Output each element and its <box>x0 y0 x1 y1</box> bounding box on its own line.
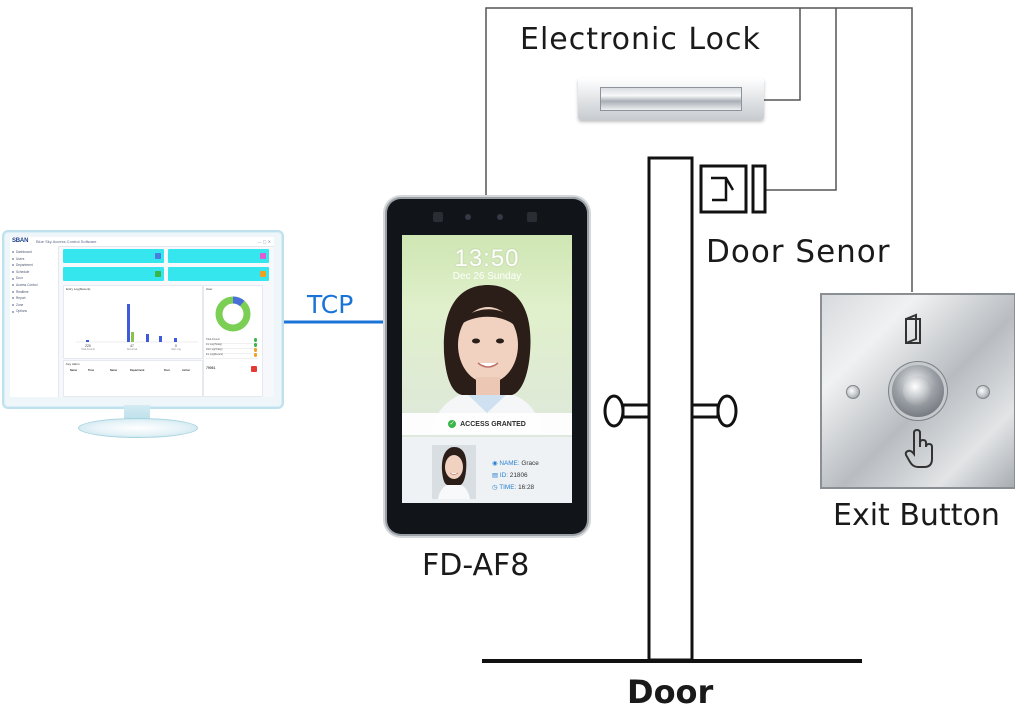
chart-bar <box>127 304 130 342</box>
entry-log-chart <box>76 304 198 343</box>
stat-card[interactable] <box>168 267 269 281</box>
tcp-label: TCP <box>307 290 354 319</box>
monitor-stand-base <box>78 418 198 438</box>
app-logo: SBAN <box>12 238 29 244</box>
terminal-chin <box>387 503 587 534</box>
door-label: Door <box>627 673 714 711</box>
electronic-lock-icon <box>578 78 764 120</box>
access-status: ACCESS GRANTED <box>460 420 526 428</box>
lock-magnet-window <box>600 87 742 111</box>
chart-bar <box>146 334 149 342</box>
stat-card[interactable] <box>63 249 164 263</box>
door-sensor-icon <box>699 164 767 214</box>
electronic-lock-label: Electronic Lock <box>520 22 761 57</box>
exit-button-plate <box>820 293 1015 489</box>
exit-button-label: Exit Button <box>833 498 1000 533</box>
summary-row: Ins Log(Today) <box>206 343 258 349</box>
user-donut-chart <box>215 296 251 332</box>
hand-pointer-icon <box>904 429 933 468</box>
door-open-icon <box>905 313 921 344</box>
sensor-lens-icon <box>465 214 471 220</box>
check-icon: ✓ <box>448 420 457 428</box>
screw-icon <box>976 385 990 399</box>
terminal-clock: 13:50 <box>454 245 520 272</box>
sidebar-item-zone[interactable]: Zone <box>10 302 58 309</box>
door-frame <box>647 156 694 662</box>
chart-bar <box>174 338 177 342</box>
sensor-lens-icon <box>497 214 503 220</box>
sidebar-item-dashboard[interactable]: Dashboard <box>10 249 58 256</box>
door-handle-left <box>603 394 651 428</box>
sidebar-item-door[interactable]: Door <box>10 275 58 282</box>
wire-device-to-exit <box>485 7 913 292</box>
table-header: Door <box>164 369 171 372</box>
alarm-table-title: Key Alarm <box>66 362 80 366</box>
screw-icon <box>846 385 860 399</box>
info-time: ◷ TIME: 16:28 <box>492 484 535 491</box>
stat-card[interactable] <box>168 249 269 263</box>
sidebar-item-users[interactable]: Users <box>10 256 58 263</box>
table-header: Time <box>88 369 95 372</box>
chart-bar <box>131 332 134 342</box>
card-icon <box>260 253 266 259</box>
table-header: Action <box>182 369 191 372</box>
user-title: User <box>206 287 213 291</box>
window-controls[interactable]: — ▢ ✕ <box>257 239 271 244</box>
device-model-label: FD-AF8 <box>422 548 530 583</box>
stat-card[interactable] <box>63 267 164 281</box>
table-header: Name <box>70 369 78 372</box>
summary-row: Out Log(Today) <box>206 348 258 354</box>
clock-icon: ◷ <box>492 484 500 491</box>
summary-row: Total Amount <box>206 338 258 344</box>
window-titlebar: SBAN Blue Sky Access Control Software — … <box>10 237 274 247</box>
user-info-panel: ◉ NAME: Grace ▤ ID: 21806 ◷ TIME: 16:28 <box>402 437 572 503</box>
door-handle-right <box>690 394 738 428</box>
table-header: Department <box>130 369 145 372</box>
face-recognition-terminal: 13:50 Dec 26 Sunday ✓ ACCESS GRANTED <box>387 199 587 534</box>
sidebar-item-schedule[interactable]: Schedule <box>10 269 58 276</box>
sidebar-item-access-control[interactable]: Access Control <box>10 282 58 289</box>
sidebar-item-report[interactable]: Report <box>10 295 58 302</box>
software-screen: SBAN Blue Sky Access Control Software — … <box>10 237 274 397</box>
wire-lock-a <box>760 8 801 101</box>
card-icon <box>155 253 161 259</box>
entry-log-title: Entry Log(Recent) <box>66 287 91 291</box>
info-name: ◉ NAME: Grace <box>492 460 539 467</box>
wire-sensor <box>766 8 837 191</box>
table-header: Name <box>110 369 118 372</box>
terminal-screen: 13:50 Dec 26 Sunday ✓ ACCESS GRANTED <box>402 235 572 503</box>
sidebar-item-realtime[interactable]: Realtime <box>10 289 58 296</box>
entry-value: 79061 <box>206 366 258 373</box>
chart-bar <box>86 340 89 342</box>
access-granted-banner: ✓ ACCESS GRANTED <box>402 413 572 435</box>
chart-bar <box>159 336 162 342</box>
sidebar: Dashboard Users Department Schedule Door… <box>10 246 59 397</box>
exit-push-button[interactable] <box>892 365 944 417</box>
sidebar-item-department[interactable]: Department <box>10 262 58 269</box>
card-icon <box>155 271 161 277</box>
user-icon: ◉ <box>492 460 500 467</box>
id-card-icon: ▤ <box>492 472 500 479</box>
summary-row: Ins Log(Recent) <box>206 353 258 359</box>
alarm-table-panel: Key Alarm Name Time Name Department Door… <box>63 360 203 397</box>
user-panel: User Total Amount Ins Log(Today) Out Log… <box>203 285 263 397</box>
info-id: ▤ ID: 21806 <box>492 472 528 479</box>
pc-monitor: SBAN Blue Sky Access Control Software — … <box>2 230 284 409</box>
face-photo <box>432 285 542 433</box>
camera-icon <box>527 212 537 222</box>
app-title: Blue Sky Access Control Software <box>36 239 97 244</box>
door-sensor-label: Door Senor <box>706 234 891 270</box>
card-icon <box>260 271 266 277</box>
user-thumbnail <box>432 445 476 499</box>
sidebar-item-options[interactable]: Options <box>10 308 58 315</box>
camera-icon <box>433 212 443 222</box>
terminal-date: Dec 26 Sunday <box>452 271 522 282</box>
